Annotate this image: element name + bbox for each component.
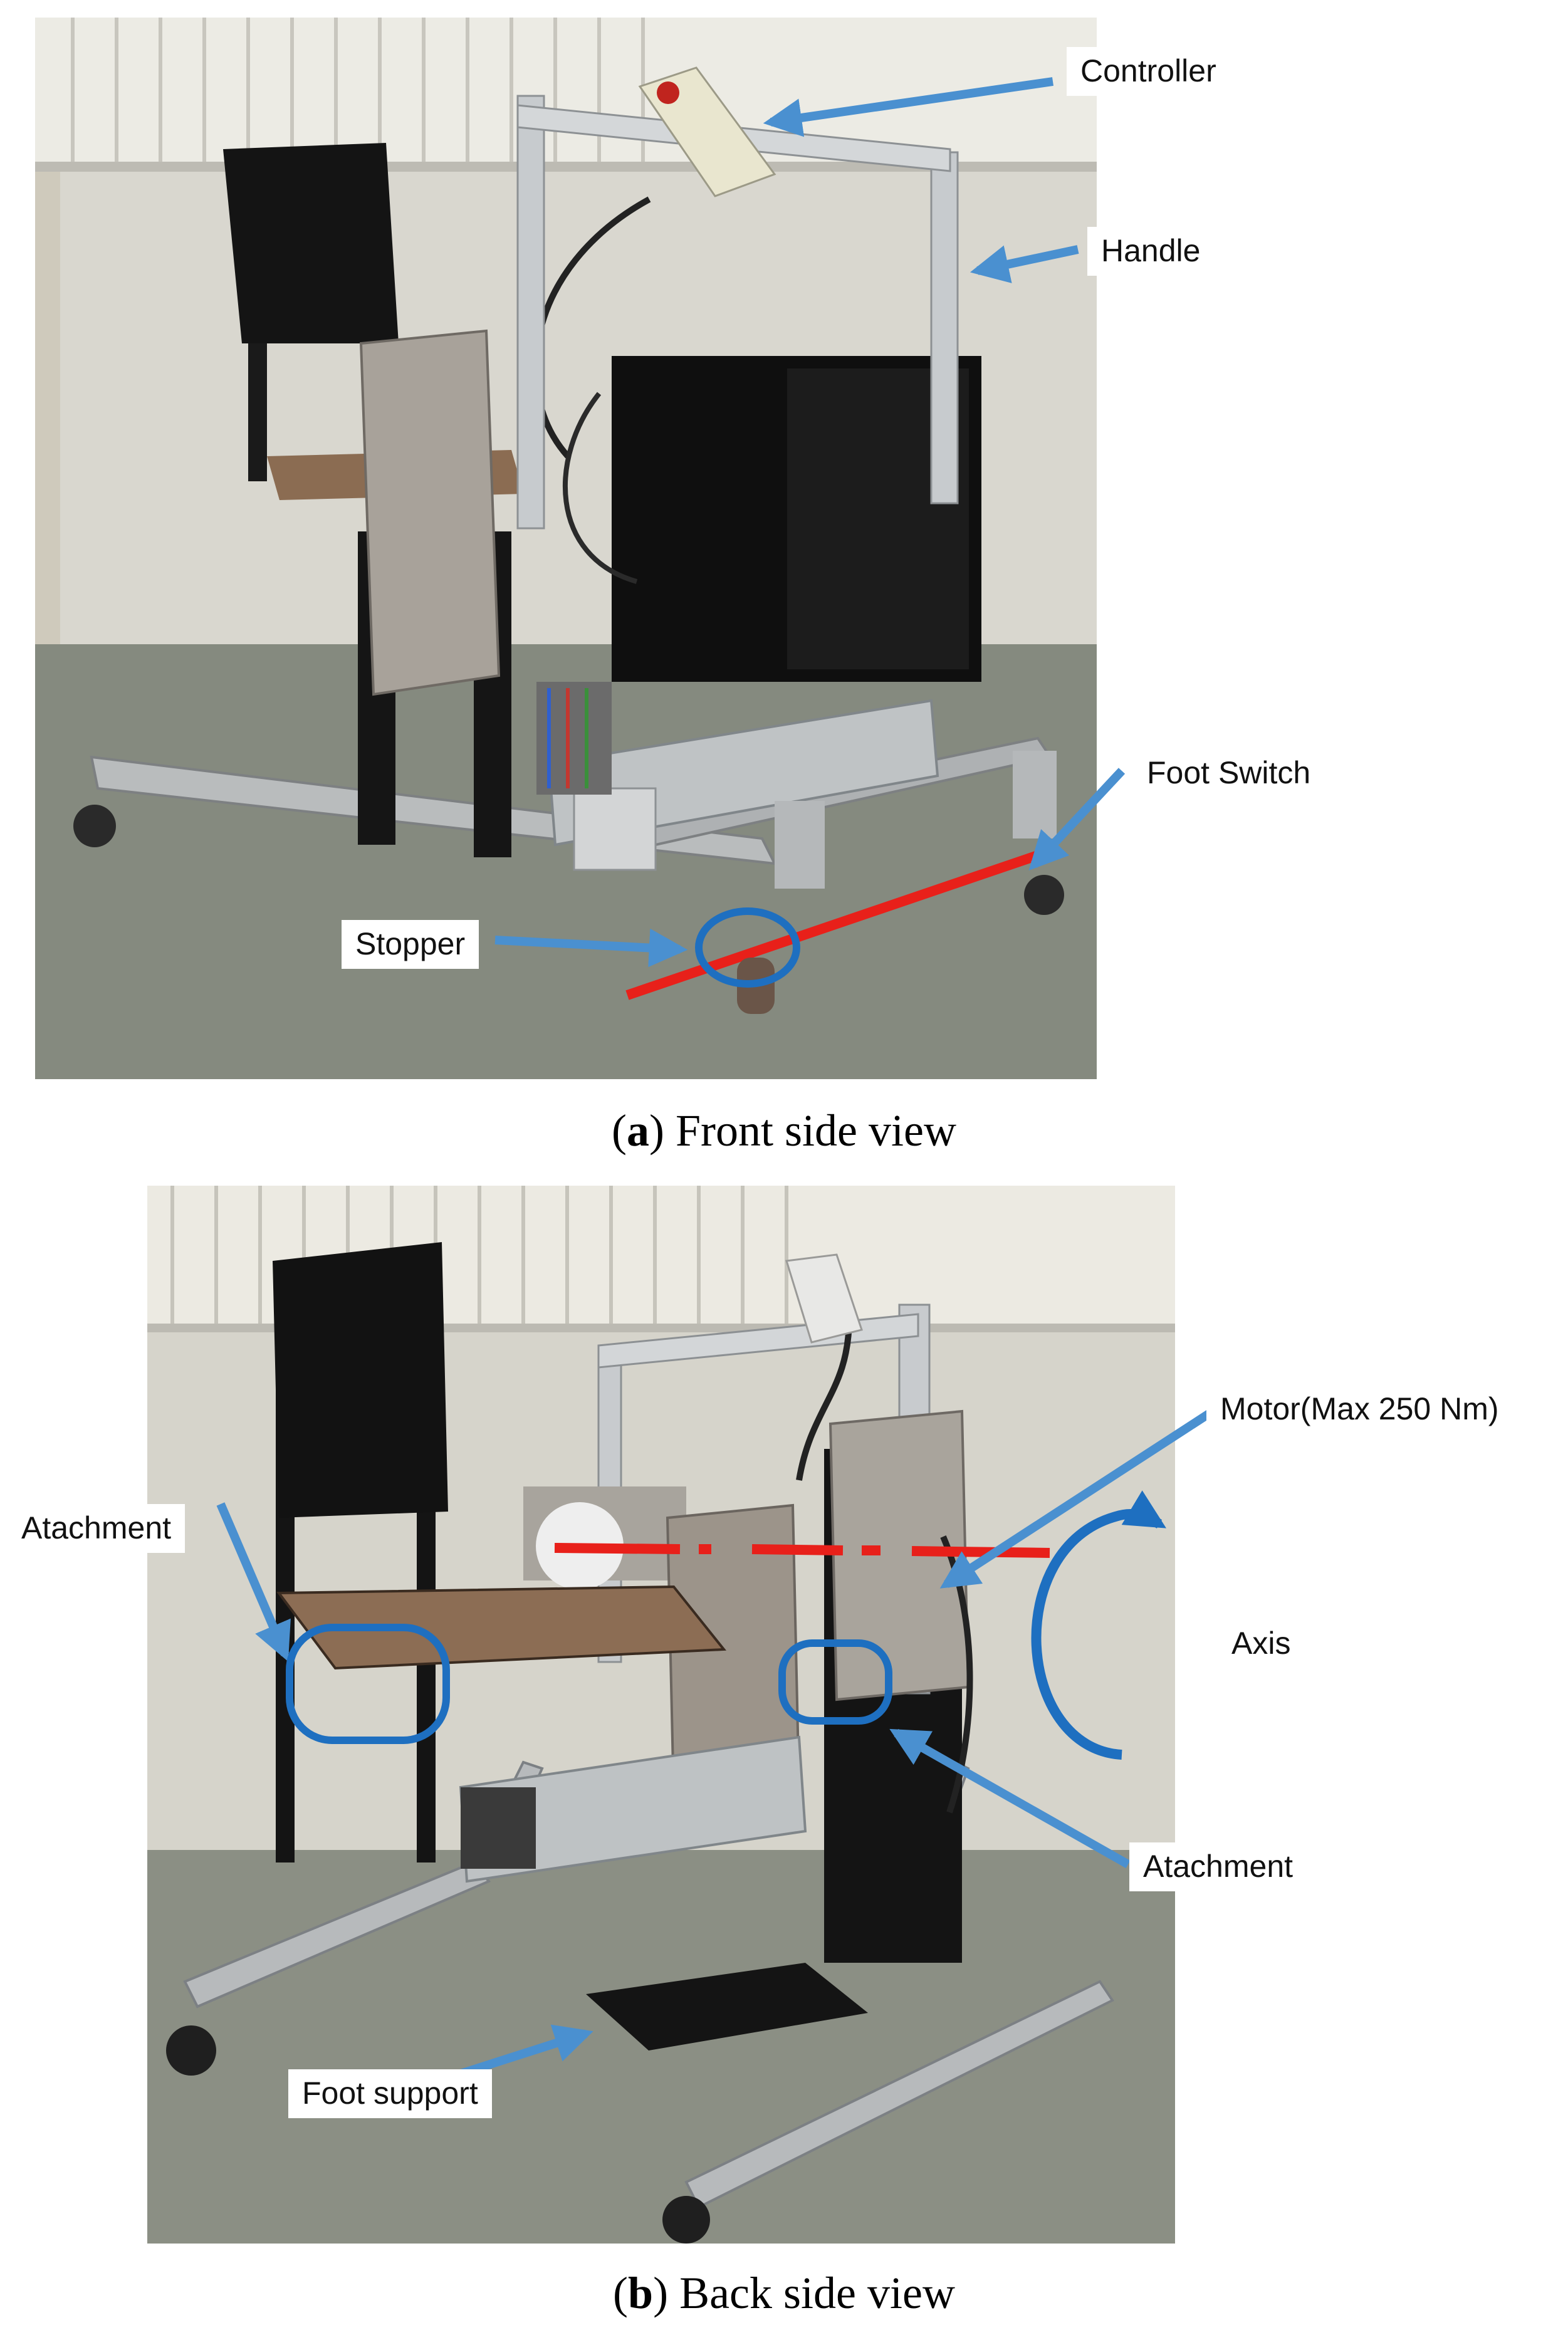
front-view-illustration [35,18,1097,1079]
caption-letter-b: b [628,2268,654,2318]
stopper-label: Stopper [342,920,479,969]
motor-label: Motor(Max 250 Nm) [1206,1385,1513,1434]
controller-label: Controller [1067,47,1230,96]
caption-back-view: (b) Back side view [613,2268,955,2318]
back-view-photo [147,1186,1175,2244]
attachment-left-label: Atachment [8,1504,186,1553]
caption-letter-a: a [627,1105,650,1156]
attachment-right-label: Atachment [1129,1842,1307,1891]
foot-support-label: Foot support [288,2069,492,2118]
caption-text-b: Back side view [679,2268,955,2318]
caption-text-a: Front side view [676,1105,956,1156]
back-view-illustration [147,1186,1175,2244]
axis-label: Axis [1231,1626,1291,1661]
handle-label: Handle [1087,227,1215,276]
foot-switch-label: Foot Switch [1133,749,1325,798]
caption-front-view: (a) Front side view [612,1105,956,1156]
front-view-photo [35,18,1097,1079]
